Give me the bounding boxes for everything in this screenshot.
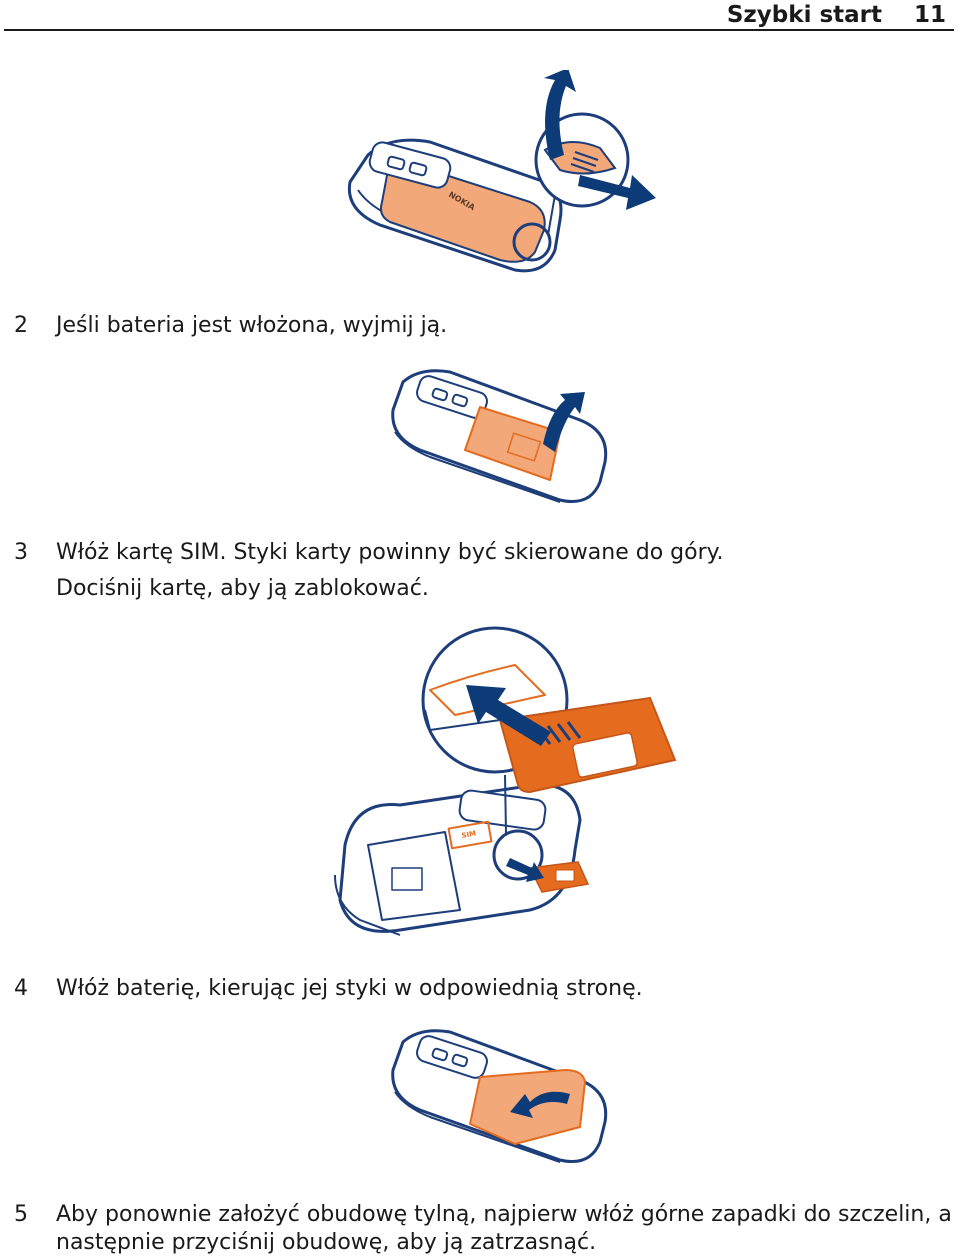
step-text-line-1: Aby ponownie założyć obudowę tylną, najp… bbox=[56, 1202, 952, 1227]
section-title: Szybki start bbox=[726, 2, 882, 28]
detail-marker bbox=[512, 222, 552, 262]
battery bbox=[464, 406, 561, 481]
step-text-line-2: następnie przyciśnij obudowę, aby ją zat… bbox=[56, 1230, 597, 1255]
detail-marker bbox=[492, 829, 544, 881]
lift-arrow bbox=[543, 392, 585, 452]
insert-sim-illustration: SIM bbox=[334, 626, 677, 936]
remove-battery-illustration bbox=[391, 369, 608, 503]
insert-battery-illustration bbox=[391, 1029, 608, 1163]
page-number: 11 bbox=[913, 2, 946, 28]
step-text-line-2: Dociśnij kartę, aby ją zablokować. bbox=[56, 576, 429, 601]
step-number: 2 bbox=[14, 313, 28, 338]
insert-arrow bbox=[510, 1091, 570, 1118]
page-header: Szybki start 11 bbox=[4, 0, 954, 31]
sim-label: SIM bbox=[461, 830, 477, 840]
step-text: Jeśli bateria jest włożona, wyjmij ją. bbox=[56, 313, 448, 338]
step-text: Włóż baterię, kierując jej styki w odpow… bbox=[56, 976, 643, 1001]
sim-slot bbox=[447, 820, 493, 850]
remove-cover-illustration: NOKIA bbox=[347, 70, 656, 273]
step-number: 5 bbox=[14, 1202, 28, 1227]
step-number: 4 bbox=[14, 976, 28, 1001]
step-text-line-1: Włóż kartę SIM. Styki karty powinny być … bbox=[56, 540, 724, 565]
step-number: 3 bbox=[14, 540, 28, 565]
insert-arrow-large bbox=[466, 685, 551, 746]
battery-compartment bbox=[367, 831, 461, 921]
camera-module bbox=[416, 1035, 488, 1079]
lift-arrow bbox=[544, 70, 576, 160]
slide-arrow bbox=[578, 175, 656, 210]
insert-arrow-small bbox=[506, 858, 544, 882]
